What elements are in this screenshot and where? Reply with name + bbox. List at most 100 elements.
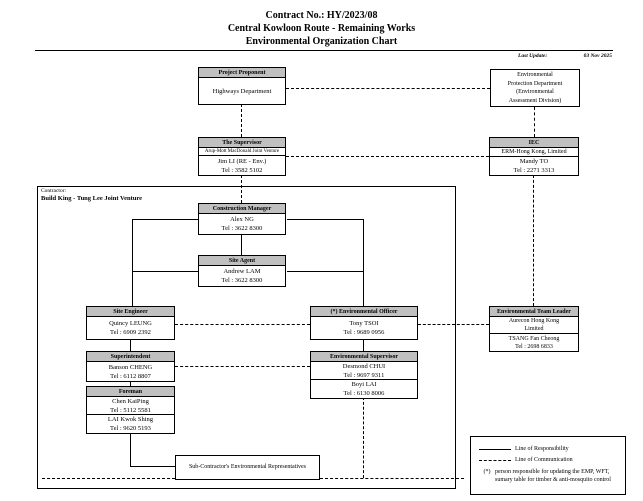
legend-note-text: person responsible for updating the EMP,… [495, 469, 611, 483]
person-tel: Tel : 9620 5193 [110, 425, 151, 432]
legend-label: Line of Communication [515, 457, 573, 463]
connector-responsibility [132, 219, 133, 306]
person-name: Desmond CHUI [342, 362, 386, 370]
connector-responsibility [241, 235, 242, 255]
person-name: Quincy LEUNG [109, 320, 152, 327]
person-name: Boyi LAI [351, 381, 377, 388]
person-tel: Tel : 3582 5102 [221, 166, 263, 174]
person-name: TSANG Fan Cheong [508, 335, 560, 342]
person-tel: Tel : 9697 9311 [343, 371, 385, 379]
connector-responsibility [130, 381, 131, 386]
connector-communication [363, 397, 364, 478]
person-name: Tony TSOI [349, 320, 379, 327]
box-environmental-team-leader: Environmental Team Leader Aurecon Hong K… [489, 306, 579, 352]
legend-note-row: (*) person responsible for updating the … [479, 469, 617, 484]
person-name: Chen KaiPing [112, 397, 149, 405]
connector-responsibility [132, 219, 198, 220]
title-contract-no: Contract No.: HY/2023/08 [265, 10, 378, 21]
connector-communication [286, 156, 489, 157]
connector-responsibility [363, 219, 364, 306]
box-construction-manager: Construction Manager Alex NG Tel : 3622 … [198, 203, 286, 235]
box-header: Foreman [87, 387, 174, 397]
legend: Line of Responsibility Line of Communica… [470, 436, 626, 495]
org-name-line: Limited [524, 326, 544, 332]
last-update-value: 03 Nov 2025 [583, 53, 612, 59]
asterisk-symbol: (*) [483, 469, 491, 475]
connector-responsibility [130, 340, 131, 351]
person-tel: Tel : 9689 0956 [343, 329, 385, 336]
box-header: IEC [490, 138, 578, 148]
box-environmental-protection-department: Environmental Protection Department (Env… [490, 69, 580, 107]
org-name-line: (Environmental [516, 89, 554, 95]
box-foreman: Foreman Chen KaiPing Tel : 5112 5581 LAI… [86, 386, 175, 434]
connector-responsibility [287, 271, 363, 272]
box-the-supervisor: The Supervisor Arup-Mott MacDonald Joint… [198, 137, 286, 176]
connector-communication [42, 478, 175, 479]
contractor-frame [37, 186, 456, 489]
box-superintendent: Superintendent Banson CHENG Tel : 6112 8… [86, 351, 175, 382]
box-subcontractor-representatives: Sub-Contractor's Environmental Represent… [175, 455, 320, 480]
person-tel: Tel : 2271 3313 [513, 167, 555, 174]
box-environmental-supervisor: Environmental Supervisor Desmond CHUI Te… [310, 351, 418, 399]
box-project-proponent: Project Proponent Highways Department [198, 67, 286, 105]
person-name: Banson CHENG [108, 363, 153, 371]
org-name-line: Environmental [517, 72, 553, 78]
person-tel: Tel : 5112 5581 [110, 406, 151, 414]
connector-communication [534, 107, 535, 137]
person-tel: Tel : 6112 8807 [110, 372, 151, 380]
person-tel: Tel : 3622 8300 [221, 277, 263, 284]
connector-communication [175, 324, 310, 325]
connector-responsibility [130, 466, 175, 467]
solid-line-sample [479, 448, 511, 450]
box-header: Environmental Team Leader [490, 307, 578, 317]
box-header: Site Engineer [87, 307, 174, 317]
org-name-line: Aurecon Hong Kong [508, 318, 560, 324]
org-name: Sub-Contractor's Environmental Represent… [188, 464, 307, 470]
box-header: Environmental Supervisor [311, 352, 417, 362]
person-tel: Tel : 3622 8300 [221, 225, 263, 232]
connector-responsibility [132, 271, 198, 272]
org-name: Arup-Mott MacDonald Joint Venture [199, 148, 285, 156]
box-environmental-officer: (*) Environmental Officer Tony TSOI Tel … [310, 306, 418, 340]
person-tel: Tel : 6909 2392 [110, 329, 151, 336]
box-header: Superintendent [87, 352, 174, 362]
header-divider [35, 50, 613, 51]
connector-communication [241, 175, 242, 203]
connector-communication [533, 175, 534, 306]
box-iec: IEC ERM-Hong Kong, Limited Mandy TO Tel … [489, 137, 579, 176]
person-tel: Tel : 6130 8006 [343, 390, 385, 397]
box-header: Project Proponent [199, 68, 285, 78]
person-name: Jim LI (RE - Env.) [217, 157, 267, 165]
contractor-label: Contractor: [41, 188, 67, 194]
person-name: Mandy TO [519, 158, 549, 165]
legend-responsibility-row: Line of Responsibility [479, 446, 617, 452]
box-header: (*) Environmental Officer [311, 307, 417, 317]
connector-responsibility [363, 340, 364, 351]
connector-communication [175, 366, 310, 367]
person-name: Andrew LAM [223, 268, 261, 275]
connector-communication [286, 88, 490, 89]
person-name: Alex NG [230, 216, 254, 223]
org-name: ERM-Hong Kong, Limited [490, 148, 578, 157]
box-header: The Supervisor [199, 138, 285, 148]
legend-label: Line of Responsibility [515, 446, 569, 452]
box-header: Construction Manager [199, 204, 285, 214]
last-update: Last Update: 03 Nov 2025 [518, 53, 612, 59]
legend-communication-row: Line of Communication [479, 457, 617, 463]
contractor-name: Build King - Tung Lee Joint Venture [41, 195, 143, 202]
connector-responsibility [130, 432, 131, 466]
connector-communication [241, 104, 242, 137]
org-name-line: Assessment Division) [508, 97, 562, 104]
connector-communication [320, 478, 464, 479]
last-update-label: Last Update: [518, 53, 548, 59]
connector-communication [418, 324, 489, 325]
connector-responsibility [287, 219, 363, 220]
dashed-line-sample [479, 459, 511, 461]
title-project-name: Central Kowloon Route - Remaining Works [227, 23, 416, 34]
page-title: Contract No.: HY/2023/08 Central Kowloon… [0, 9, 643, 48]
box-header: Site Agent [199, 256, 285, 266]
org-name-line: Protection Department [507, 80, 563, 87]
person-name: LAI Kwok Shing [107, 416, 154, 423]
title-chart-name: Environmental Organization Chart [245, 36, 398, 47]
